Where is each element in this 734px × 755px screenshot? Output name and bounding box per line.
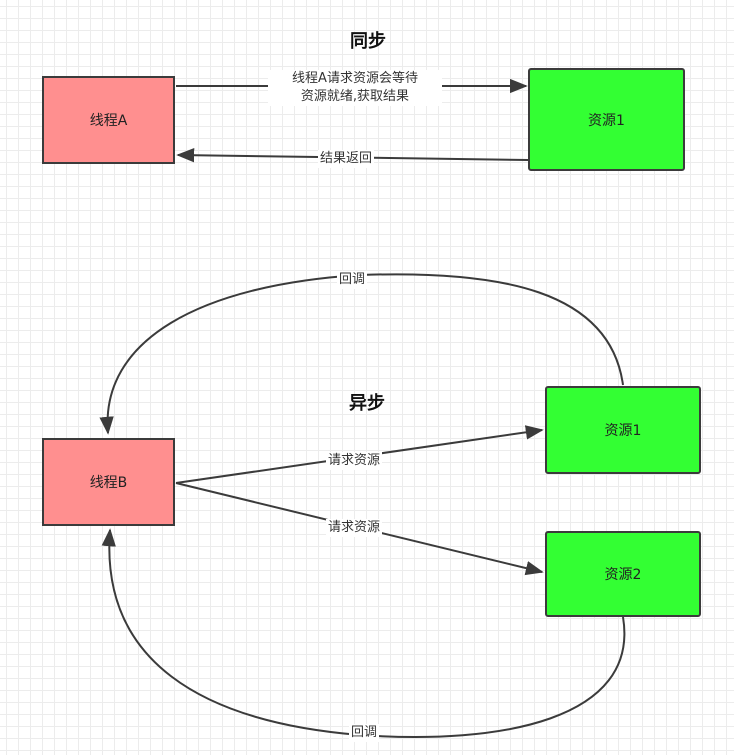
sync-request-label: 线程A请求资源会等待 资源就绪,获取结果 — [268, 70, 442, 106]
sync-title: 同步 — [350, 31, 386, 52]
async-resource-1-box: 资源1 — [545, 386, 701, 474]
thread-a-box: 线程A — [42, 76, 175, 164]
callback-label-bottom: 回调 — [349, 724, 380, 742]
request-label-1: 请求资源 — [326, 452, 383, 470]
sync-return-label: 结果返回 — [318, 150, 375, 168]
request-label-2: 请求资源 — [326, 519, 383, 537]
async-title: 异步 — [349, 393, 385, 414]
sync-request-label-line1: 线程A请求资源会等待 — [292, 71, 418, 86]
thread-b-box: 线程B — [42, 438, 175, 526]
async-resource-2-box: 资源2 — [545, 531, 701, 617]
sync-request-label-line2: 资源就绪,获取结果 — [300, 89, 410, 104]
callback-label-top: 回调 — [337, 271, 368, 289]
sync-resource-1-box: 资源1 — [528, 68, 685, 171]
